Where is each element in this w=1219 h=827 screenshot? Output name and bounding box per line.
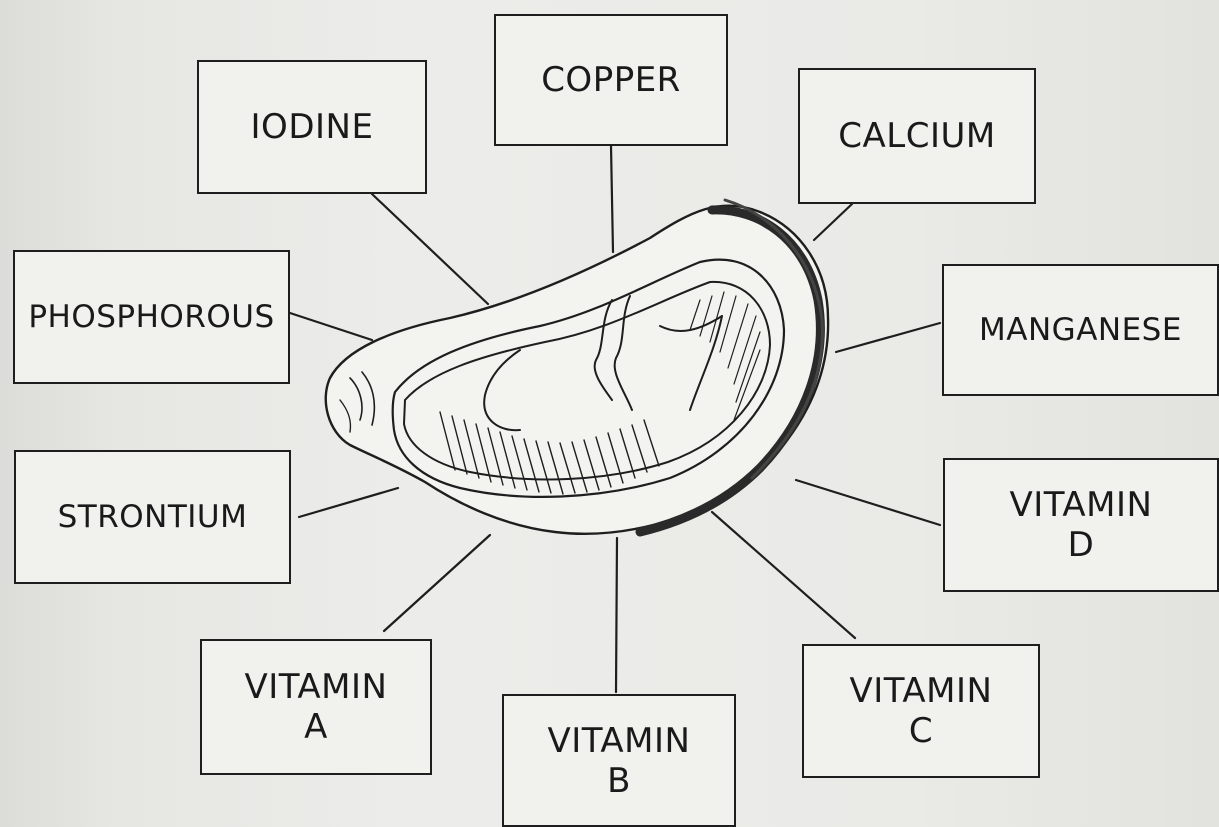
connector-vitamin-d [796,480,940,525]
label-vitamin-b: VITAMIN B [548,721,691,801]
connector-vitamin-a [384,535,490,631]
box-iodine: IODINE [197,60,427,194]
label-manganese: MANGANESE [979,310,1182,350]
label-strontium: STRONTIUM [58,497,248,537]
box-vitamin-a: VITAMIN A [200,639,432,775]
label-vitamin-a: VITAMIN A [245,667,388,747]
box-vitamin-c: VITAMIN C [802,644,1040,778]
connector-manganese [836,323,940,352]
label-phosphorous: PHOSPHOROUS [28,297,274,337]
box-vitamin-d: VITAMIN D [943,458,1219,592]
connector-calcium [814,204,852,240]
box-phosphorous: PHOSPHOROUS [13,250,290,384]
oyster-illustration [326,200,828,534]
connector-phosphorous [290,313,372,340]
label-iodine: IODINE [251,107,374,147]
box-vitamin-b: VITAMIN B [502,694,736,827]
label-calcium: CALCIUM [838,116,995,156]
box-manganese: MANGANESE [942,264,1219,396]
connector-strontium [299,488,398,517]
connector-vitamin-b [616,538,617,692]
label-vitamin-d: VITAMIN D [1010,485,1153,565]
box-strontium: STRONTIUM [14,450,291,584]
box-copper: COPPER [494,14,728,146]
label-copper: COPPER [541,60,681,100]
connector-vitamin-c [712,512,855,638]
connector-copper [611,146,613,252]
connector-iodine [372,194,488,304]
box-calcium: CALCIUM [798,68,1036,204]
label-vitamin-c: VITAMIN C [850,671,993,751]
